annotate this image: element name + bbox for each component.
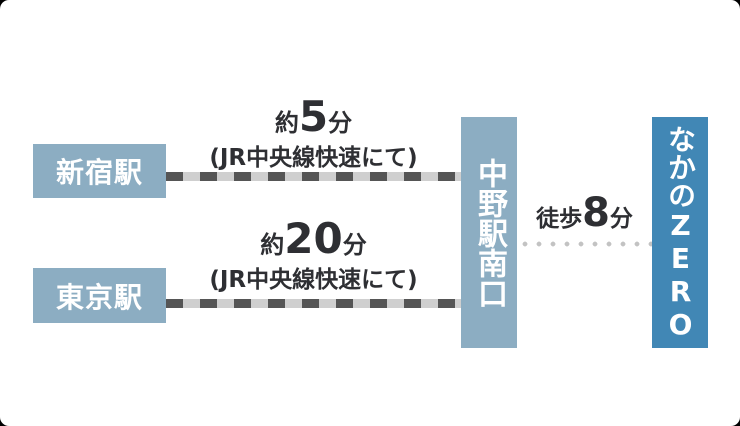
station-box-tokyo: 東京駅 [33,268,166,323]
station-box-nakano-south-exit: 中野駅南口 [461,117,517,348]
route2-via: (JR中央線快速にて) [209,267,418,293]
walk-prefix: 徒歩 [536,206,583,232]
route1-duration: 約5分 [166,94,461,146]
route1-label: 約5分 (JR中央線快速にて) [166,94,461,171]
walk-unit: 分 [609,206,633,232]
route2-duration: 約20分 [166,216,461,268]
route1-duration-value: 5 [298,92,329,141]
route1-dashed-rail-line [166,172,461,181]
route1-via: (JR中央線快速にて) [209,145,418,171]
route2-label: 約20分 (JR中央線快速にて) [166,216,461,293]
route2-dashed-rail-line [166,299,461,308]
destination-box-nakano-zero: なかのZERO [652,117,708,348]
destination-label-nakano-zero: なかのZERO [664,124,697,341]
station-box-shinjuku: 新宿駅 [33,144,166,198]
station-label-nakano-south-exit: 中野駅南口 [472,157,507,308]
route2-duration-value: 20 [284,214,343,263]
route1-duration-prefix: 約 [274,109,299,137]
station-label-tokyo: 東京駅 [55,280,143,314]
walk-dotted-path-line [518,241,652,247]
station-label-shinjuku: 新宿駅 [55,156,143,189]
route1-duration-unit: 分 [328,109,353,137]
route2-duration-prefix: 約 [260,231,285,259]
walk-value: 8 [582,190,610,236]
route2-duration-unit: 分 [342,231,367,259]
walk-duration-label: 徒歩8分 [517,190,652,236]
